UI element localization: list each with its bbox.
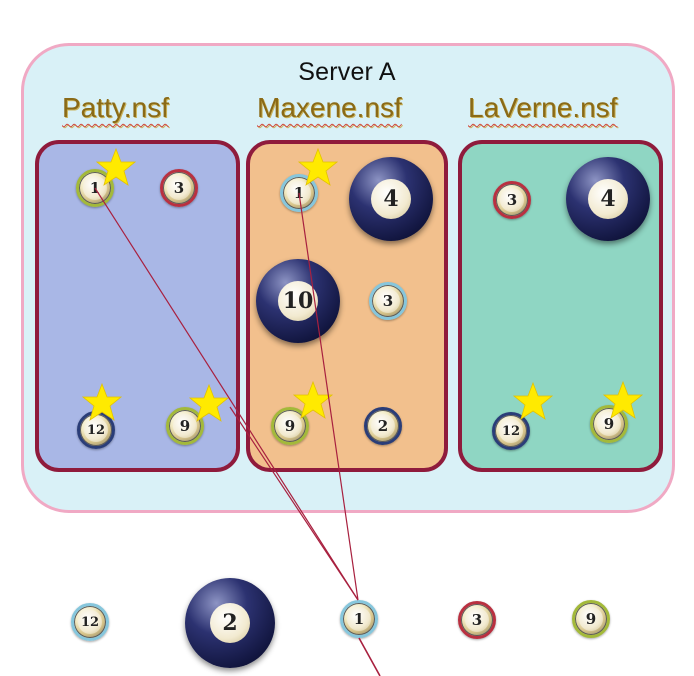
ball-laverne-3: 3 <box>493 181 531 219</box>
star-patty-9 <box>189 383 229 422</box>
ball-bottom-3: 3 <box>458 601 496 639</box>
database-box-patty <box>35 140 240 472</box>
star-laverne-12 <box>513 381 553 420</box>
ball-patty-3: 3 <box>160 169 198 207</box>
ball-maxene-9: 9 <box>271 407 309 445</box>
link-line-bottom-1-down <box>358 637 381 676</box>
star-laverne-9 <box>603 380 643 419</box>
ball-maxene-4: 4 <box>349 157 433 241</box>
link-line-maxene-9 <box>229 406 359 601</box>
ball-bottom-1: 1 <box>340 600 378 638</box>
ball-maxene-2: 2 <box>364 407 402 445</box>
ball-patty-12: 12 <box>77 411 115 449</box>
ball-patty-9: 9 <box>166 407 204 445</box>
star-maxene-9 <box>293 380 333 419</box>
ball-bottom-9: 9 <box>572 600 610 638</box>
database-label-patty: Patty.nsf <box>62 92 169 123</box>
database-label-maxene: Maxene.nsf <box>257 92 402 123</box>
ball-maxene-10: 10 <box>256 259 340 343</box>
link-line-patty-1 <box>94 187 359 601</box>
server-title: Server A <box>298 58 396 86</box>
ball-laverne-12: 12 <box>492 412 530 450</box>
star-patty-1 <box>96 147 136 186</box>
ball-laverne-4: 4 <box>566 157 650 241</box>
database-label-laverne: LaVerne.nsf <box>468 92 618 123</box>
link-line-maxene-1 <box>298 192 359 601</box>
ball-bottom-12: 12 <box>71 603 109 641</box>
ball-maxene-3: 3 <box>369 282 407 320</box>
star-patty-12 <box>82 382 122 421</box>
ball-bottom-2: 2 <box>185 578 275 668</box>
star-maxene-1 <box>298 147 338 186</box>
